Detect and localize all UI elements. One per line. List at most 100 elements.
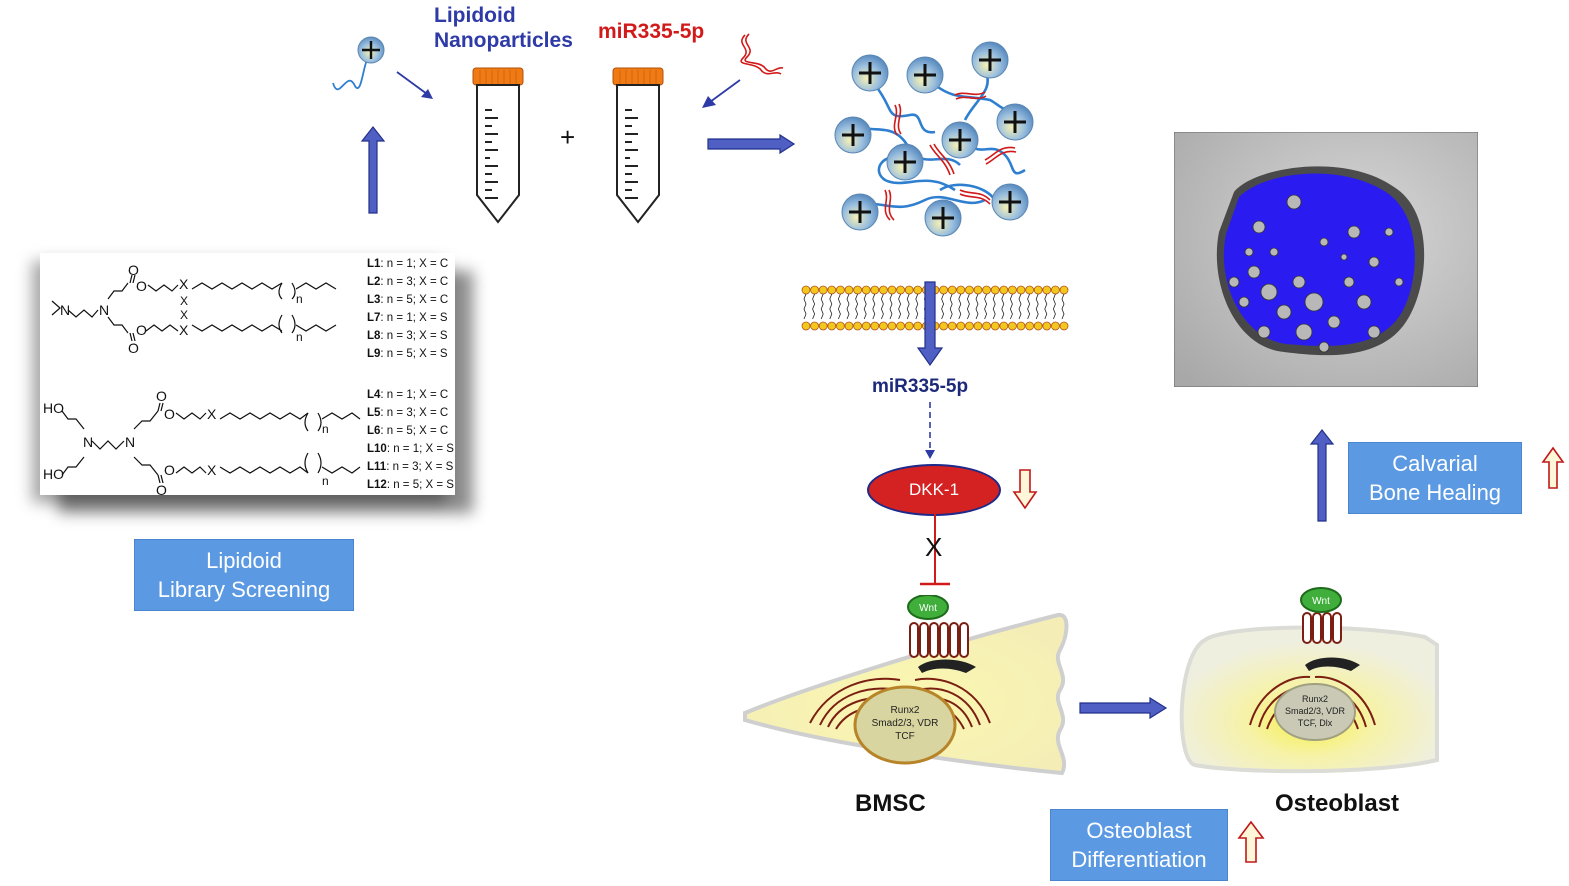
- lipid-head: [1059, 321, 1069, 331]
- legend-item: L8: n = 3; X = S: [367, 330, 448, 342]
- library-screening-box: Lipidoid Library Screening: [134, 539, 354, 611]
- lipid-tail: [846, 293, 850, 320]
- healing-up-arrow-icon: [1309, 429, 1335, 522]
- atom-label: X: [180, 294, 188, 308]
- atom-label: X: [179, 276, 189, 292]
- atom-label: O: [156, 482, 167, 495]
- lipid-head: [913, 285, 923, 295]
- lipid-head: [827, 285, 837, 295]
- lipid-tail: [1061, 293, 1065, 320]
- lipid-tail: [863, 293, 867, 320]
- wnt-label: Wnt: [1312, 596, 1330, 607]
- lipid-head: [1042, 321, 1052, 331]
- arrow-into-mirna-tube-icon: [702, 79, 741, 108]
- lipid-head: [1033, 285, 1043, 295]
- repeat-n-label: n: [322, 422, 329, 436]
- atom-label: N: [99, 302, 109, 318]
- repeat-n-label: n: [322, 474, 329, 488]
- legend-item: L6: n = 5; X = C: [367, 425, 449, 437]
- legend-item: L3: n = 5; X = C: [367, 294, 449, 306]
- lipid-tail: [984, 293, 988, 320]
- inhibition-line-icon: [920, 514, 950, 586]
- lipid-head: [827, 321, 837, 331]
- lipidoid-library-panel: N N O O O O X X X X n n HO HO N N O O O …: [40, 253, 455, 495]
- lnp-title-line2: Nanoparticles: [434, 29, 573, 52]
- lipid-tail: [898, 293, 902, 320]
- lipid-tail: [1044, 293, 1048, 320]
- differentiation-arrow-icon: [1079, 697, 1168, 719]
- lipid-head: [956, 321, 966, 331]
- lipid-tail: [820, 293, 824, 320]
- lipid-tail: [1052, 293, 1056, 320]
- lipid-head: [964, 321, 974, 331]
- osteoblast-cell: Runx2 Smad2/3, VDR TCF, Dlx Wnt: [1179, 587, 1439, 774]
- lipid-head: [879, 321, 888, 331]
- differentiation-box-line1: Osteoblast: [1086, 818, 1192, 843]
- mirna-title: miR335-5p: [598, 20, 705, 43]
- nucleus-factor: Runx2: [891, 705, 920, 716]
- lipid-head: [1025, 285, 1035, 295]
- lipid-tail: [1035, 293, 1039, 320]
- atom-label: X: [207, 406, 217, 422]
- atom-label: HO: [43, 466, 64, 482]
- nanoparticle: [834, 116, 872, 154]
- lipid-head: [939, 321, 949, 331]
- up-regulation-arrow-icon: [1237, 820, 1265, 863]
- lipid-tail: [1009, 293, 1013, 320]
- nanoparticle: [906, 56, 944, 94]
- legend-item: L7: n = 1; X = S: [367, 312, 448, 324]
- atom-label: X: [180, 308, 188, 322]
- library-box-line2: Library Screening: [157, 577, 331, 602]
- lipid-head: [870, 321, 880, 331]
- lipid-head: [1016, 285, 1026, 295]
- wnt-label: Wnt: [919, 603, 937, 614]
- down-regulation-arrow-icon: [1012, 469, 1038, 510]
- lipid-head: [810, 321, 820, 331]
- osteoblast-differentiation-box: Osteoblast Differentiation: [1050, 809, 1228, 881]
- lipid-head: [887, 285, 897, 295]
- lipid-head: [818, 285, 828, 295]
- lipid-head: [1050, 321, 1060, 331]
- legend-item: L1: n = 1; X = C: [367, 258, 449, 270]
- nucleus-factor: Smad2/3, VDR: [1285, 706, 1346, 716]
- atom-label: O: [136, 278, 147, 294]
- lipid-head: [904, 321, 914, 331]
- repeat-n-label: n: [296, 330, 303, 344]
- lipid-head: [861, 321, 871, 331]
- legend-item: L10: n = 1; X = S: [367, 443, 454, 455]
- nanoparticle: [886, 143, 924, 181]
- lipid-head: [1016, 321, 1026, 331]
- lipid-head: [801, 285, 811, 295]
- legend-item: L2: n = 3; X = C: [367, 276, 449, 288]
- lipid-head: [904, 285, 914, 295]
- lipid-tail: [1001, 293, 1005, 320]
- healing-box-line2: Bone Healing: [1368, 480, 1502, 505]
- lipid-tail: [915, 293, 919, 320]
- lipid-head: [990, 321, 1000, 331]
- right-arrow-icon: [707, 134, 796, 154]
- healing-up-regulation-arrow-icon: [1541, 446, 1565, 489]
- nanoparticle: [851, 54, 889, 92]
- blocked-mark: X: [925, 532, 943, 562]
- bmsc-cell: Runx2 Smad2/3, VDR TCF Wnt: [743, 595, 1069, 776]
- lipidoid-legend-group1: L1: n = 1; X = C L2: n = 3; X = C L3: n …: [367, 255, 448, 363]
- lipid-tail: [966, 293, 970, 320]
- nanoparticle: [941, 121, 979, 159]
- library-box-line1: Lipidoid: [206, 548, 282, 573]
- lipid-head: [956, 285, 966, 295]
- lipid-head: [1050, 285, 1060, 295]
- lipid-head: [1007, 285, 1017, 295]
- lipid-tail: [949, 293, 953, 320]
- lipid-head: [853, 285, 862, 295]
- atom-label: O: [136, 322, 147, 338]
- lipid-head: [964, 285, 974, 295]
- legend-item: L5: n = 3; X = C: [367, 407, 449, 419]
- osteoblast-label: Osteoblast: [1275, 790, 1400, 817]
- calvarial-microct-image: [1174, 132, 1478, 387]
- atom-label: N: [125, 434, 135, 450]
- lipid-tail: [812, 293, 816, 320]
- lipid-head: [896, 285, 905, 295]
- lipid-head: [973, 321, 983, 331]
- lipid-tail: [837, 293, 841, 320]
- nanoparticle-complex-icon: [834, 41, 1034, 237]
